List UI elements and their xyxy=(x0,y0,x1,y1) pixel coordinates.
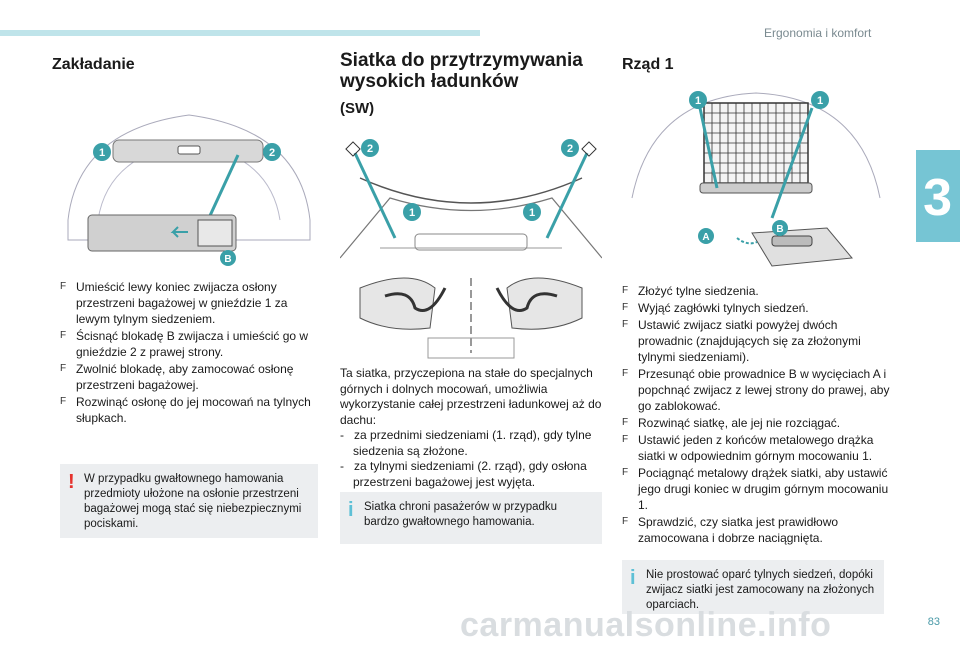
info-icon: i xyxy=(348,499,354,521)
list-item: F Umieścić lewy koniec zwijacza osłony pr… xyxy=(60,279,322,327)
row1-steps: F Złożyć tylne siedzenia. F Wyjąć zagłówki… xyxy=(622,283,890,547)
callout-a-text: A xyxy=(702,232,709,243)
dash-item: - za przednimi siedzeniami (1. rząd), gd… xyxy=(340,428,602,459)
info-note: i Nie prostować oparć tylnych siedzeń, d… xyxy=(622,560,884,614)
header-bar xyxy=(0,30,480,36)
section-title-line1: Siatka do przytrzymywania xyxy=(340,50,583,71)
intro-text: Ta siatka, przyczepiona na stałe do spec… xyxy=(340,366,602,427)
section-installation: Zakładanie xyxy=(52,50,320,74)
callout-1-left-text: 1 xyxy=(409,207,415,219)
installation-steps: F Umieścić lewy koniec zwijacza osłony pr… xyxy=(60,279,322,427)
list-item: F Złożyć tylne siedzenia. xyxy=(622,283,890,299)
warning-text: W przypadku gwałtownego hamowania przedm… xyxy=(84,473,302,530)
section-title: Zakładanie xyxy=(52,56,135,73)
callout-1-right-text: 1 xyxy=(529,207,535,219)
list-item: F Sprawdzić, czy siatka jest prawidłowo z… xyxy=(622,514,890,546)
section-net: Siatka do przytrzymywania wysokich ładun… xyxy=(340,50,602,117)
warning-note: ! W przypadku gwałtownego hamowania prze… xyxy=(60,464,318,538)
callout-1-left xyxy=(689,91,707,109)
info-note: i Siatka chroni pasażerów w przypadku ba… xyxy=(340,492,602,544)
callout-2-right-text: 2 xyxy=(567,143,573,155)
figure-row1-net: 1 1 A B xyxy=(622,88,890,278)
info-icon: i xyxy=(630,567,636,589)
step-text: Złożyć tylne siedzenia. xyxy=(638,284,759,298)
callout-b-text: B xyxy=(224,254,231,265)
list-item: F Ustawić jeden z końców metalowego drążk… xyxy=(622,432,890,464)
info-text: Siatka chroni pasażerów w przypadku bard… xyxy=(364,501,558,528)
callout-1-right-text: 1 xyxy=(817,95,823,107)
step-marker: F xyxy=(622,285,629,296)
step-text: Ustawić jeden z końców metalowego drążka… xyxy=(638,433,874,463)
step-marker: F xyxy=(622,319,629,330)
dash-text: za przednimi siedzeniami (1. rząd), gdy … xyxy=(353,428,592,458)
info-text: Nie prostować oparć tylnych siedzeń, dop… xyxy=(646,569,875,611)
dash-marker: - xyxy=(340,459,344,473)
callout-1-right xyxy=(811,91,829,109)
chapter-number: 3 xyxy=(923,169,952,227)
step-text: Rozwinąć osłonę do jej mocowań na tylnyc… xyxy=(76,395,311,425)
callout-a xyxy=(698,228,714,244)
step-marker: F xyxy=(622,417,629,428)
net-description: Ta siatka, przyczepiona na stałe do spec… xyxy=(340,366,602,490)
callout-1-right xyxy=(523,203,541,221)
callout-2-left-text: 2 xyxy=(367,143,373,155)
callout-1-text: 1 xyxy=(99,147,105,159)
step-text: Umieścić lewy koniec zwijacza osłony prz… xyxy=(76,280,288,326)
callout-2 xyxy=(263,143,281,161)
step-text: Wyjąć zagłówki tylnych siedzeń. xyxy=(638,301,809,315)
step-text: Sprawdzić, czy siatka jest prawidłowo za… xyxy=(638,515,839,545)
step-text: Ustawić zwijacz siatki powyżej dwóch pro… xyxy=(638,318,861,364)
section-title: Rząd 1 xyxy=(622,56,674,73)
warning-icon: ! xyxy=(68,471,75,493)
dash-item: - za tylnymi siedzeniami (2. rząd), gdy … xyxy=(340,459,602,490)
watermark: carmanualsonline.info xyxy=(460,606,832,644)
section-title-line2: wysokich ładunków xyxy=(340,71,519,92)
page-number: 83 xyxy=(927,616,940,628)
dash-marker: - xyxy=(340,428,344,442)
list-item: F Rozwinąć osłonę do jej mocowań na tylny… xyxy=(60,394,322,426)
list-item: F Ścisnąć blokadę B zwijacza i umieścić g… xyxy=(60,328,322,360)
chapter-title: Ergonomia i komfort xyxy=(764,26,872,40)
callout-1 xyxy=(93,143,111,161)
section-row1: Rząd 1 xyxy=(622,50,890,74)
callout-b-text: B xyxy=(776,224,783,235)
list-item: F Wyjąć zagłówki tylnych siedzeń. xyxy=(622,300,890,316)
list-item: F Pociągnąć metalowy drążek siatki, aby u… xyxy=(622,465,890,513)
step-text: Pociągnąć metalowy drążek siatki, aby us… xyxy=(638,466,889,512)
figure-net-mounts: 2 2 1 1 xyxy=(340,138,602,360)
step-marker: F xyxy=(60,330,67,341)
step-marker: F xyxy=(622,516,629,527)
step-text: Zwolnić blokadę, aby zamocować osłonę pr… xyxy=(76,362,294,392)
step-text: Ścisnąć blokadę B zwijacza i umieścić go… xyxy=(76,329,309,359)
step-marker: F xyxy=(622,467,629,478)
step-marker: F xyxy=(622,368,629,379)
step-marker: F xyxy=(60,396,67,407)
step-marker: F xyxy=(60,281,67,292)
list-item: F Rozwinąć siatkę, ale jej nie rozciągać. xyxy=(622,415,890,431)
dash-text: za tylnymi siedzeniami (2. rząd), gdy os… xyxy=(353,459,587,489)
callout-2-left xyxy=(361,139,379,157)
step-marker: F xyxy=(622,302,629,313)
list-item: F Zwolnić blokadę, aby zamocować osłonę p… xyxy=(60,361,322,393)
callout-1-left xyxy=(403,203,421,221)
callout-2-right xyxy=(561,139,579,157)
callout-2-text: 2 xyxy=(269,147,275,159)
step-marker: F xyxy=(622,434,629,445)
step-text: Przesunąć obie prowadnice B w wycięciach… xyxy=(638,367,890,413)
chapter-tab xyxy=(916,150,960,242)
step-marker: F xyxy=(60,363,67,374)
callout-1-left-text: 1 xyxy=(695,95,701,107)
section-subtitle: (SW) xyxy=(340,100,375,117)
step-text: Rozwinąć siatkę, ale jej nie rozciągać. xyxy=(638,416,841,430)
list-item: F Przesunąć obie prowadnice B w wycięciac… xyxy=(622,366,890,414)
list-item: F Ustawić zwijacz siatki powyżej dwóch pr… xyxy=(622,317,890,365)
callout-b xyxy=(772,220,788,236)
callout-b xyxy=(220,250,236,266)
figure-boot-cover: 1 2 B xyxy=(58,100,320,268)
